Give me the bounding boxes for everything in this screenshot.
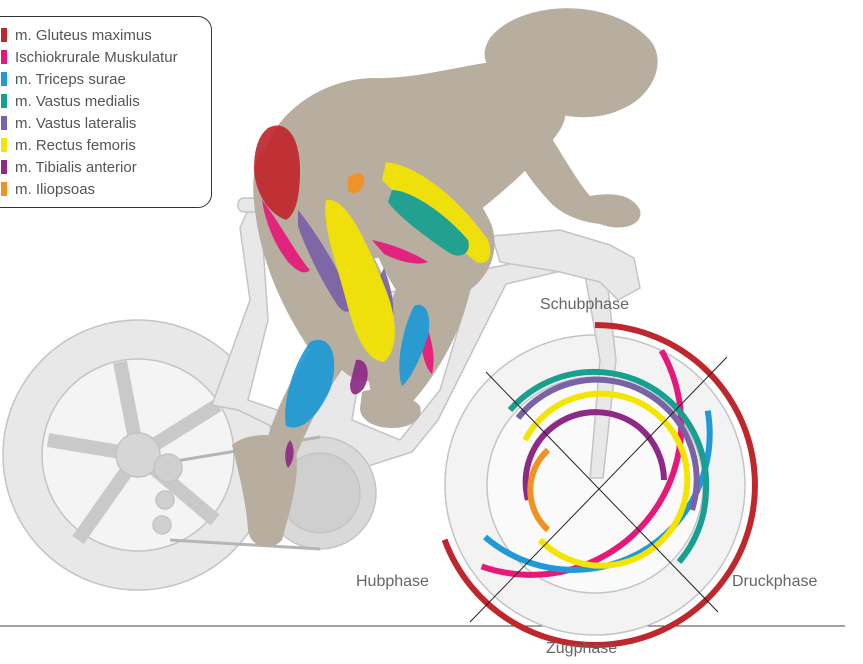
legend-swatch (1, 50, 7, 64)
legend-label: m. Iliopsoas (15, 181, 95, 198)
legend-item-ischiokrurale: Ischiokrurale Muskulatur (1, 47, 178, 67)
legend-label: Ischiokrurale Muskulatur (15, 49, 178, 66)
phase-label-schubphase: Schubphase (540, 296, 629, 314)
legend-label: m. Tibialis anterior (15, 159, 137, 176)
legend-label: m. Rectus femoris (15, 137, 136, 154)
rider-arm (510, 120, 640, 228)
legend-swatch (1, 138, 7, 152)
legend-item-triceps-surae: m. Triceps surae (1, 69, 126, 89)
legend-item-vastus-medialis: m. Vastus medialis (1, 91, 140, 111)
legend-item-iliopsoas: m. Iliopsoas (1, 179, 95, 199)
phase-label-druckphase: Druckphase (732, 573, 817, 591)
legend-label: m. Gluteus maximus (15, 27, 152, 44)
legend-swatch (1, 72, 7, 86)
legend-item-vastus-lateralis: m. Vastus lateralis (1, 113, 136, 133)
legend-item-rectus-femoris: m. Rectus femoris (1, 135, 136, 155)
aero-bars (492, 230, 640, 300)
legend-swatch (1, 94, 7, 108)
phase-label-zugphase: Zugphase (546, 640, 617, 658)
legend-swatch (1, 182, 7, 196)
legend-swatch (1, 28, 7, 42)
legend-item-gluteus: m. Gluteus maximus (1, 25, 152, 45)
legend: m. Gluteus maximus Ischiokrurale Muskula… (0, 16, 212, 208)
phase-label-hubphase: Hubphase (356, 573, 429, 591)
legend-label: m. Vastus lateralis (15, 115, 136, 132)
legend-swatch (1, 116, 7, 130)
legend-item-tibialis-anterior: m. Tibialis anterior (1, 157, 137, 177)
legend-label: m. Triceps surae (15, 71, 126, 88)
legend-label: m. Vastus medialis (15, 93, 140, 110)
legend-swatch (1, 160, 7, 174)
